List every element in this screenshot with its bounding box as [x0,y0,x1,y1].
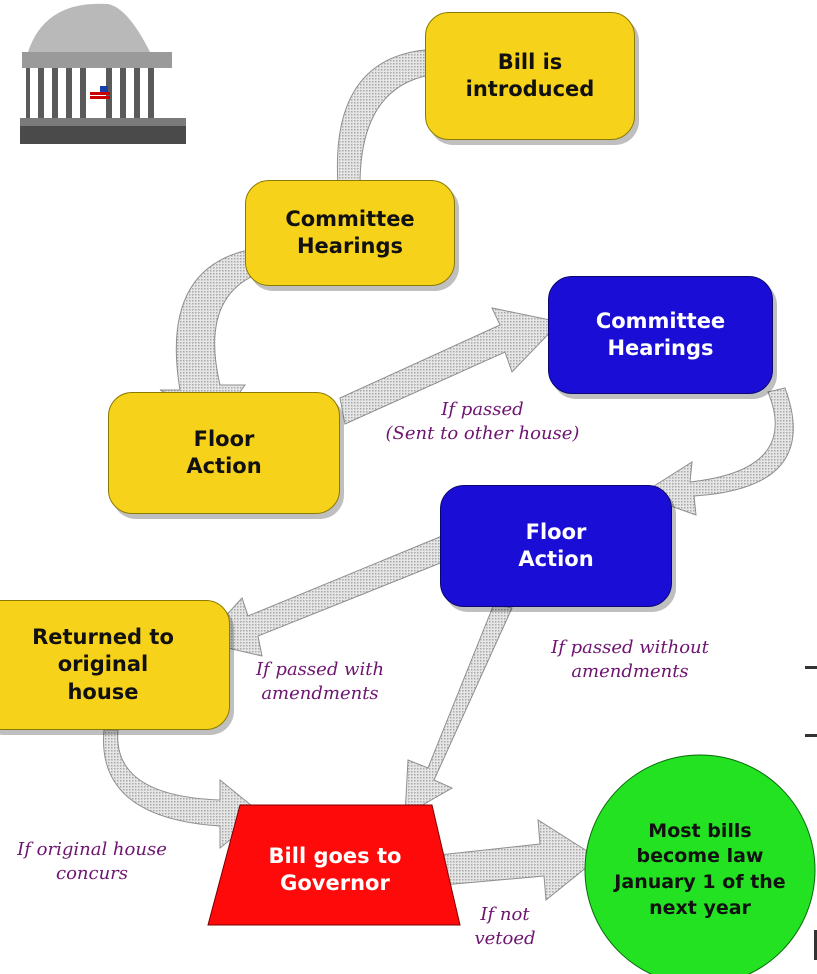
label-house-concurs: If original house concurs [17,839,167,885]
arrow-committee-to-floor-other [638,387,794,516]
label-if-passed: If passed (Sent to other house) [385,399,580,445]
arrow-to-returned [201,535,449,657]
node-floor-action-origin: Floor Action [108,392,340,514]
node-committee-hearings-origin: Committee Hearings [245,180,455,286]
arrow-to-governor-direct [404,603,513,816]
capitol-dome-icon [20,3,186,144]
node-bill-introduced: Bill is introduced [425,12,635,140]
label-not-vetoed: If not vetoed [474,904,536,950]
edge-mark [814,930,817,960]
node-bill-goes-governor: Bill goes to Governor [268,843,402,895]
arrow-governor-to-law [429,819,599,901]
label-with-amendments: If passed with amendments [255,659,385,705]
node-become-law: Most bills become law January 1 of the n… [614,819,786,919]
law-circle [584,754,816,974]
arrow-floor-to-other-house [339,307,561,425]
label-without-amendments: If passed without amendments [551,637,709,683]
node-returned-original: Returned to original house [0,600,230,730]
node-committee-hearings-other: Committee Hearings [548,276,773,394]
node-floor-action-other: Floor Action [440,485,672,607]
arrow-returned-to-governor [103,729,263,850]
edge-mark [805,666,817,669]
governor-trapezoid [207,804,461,926]
edge-mark [805,734,817,737]
